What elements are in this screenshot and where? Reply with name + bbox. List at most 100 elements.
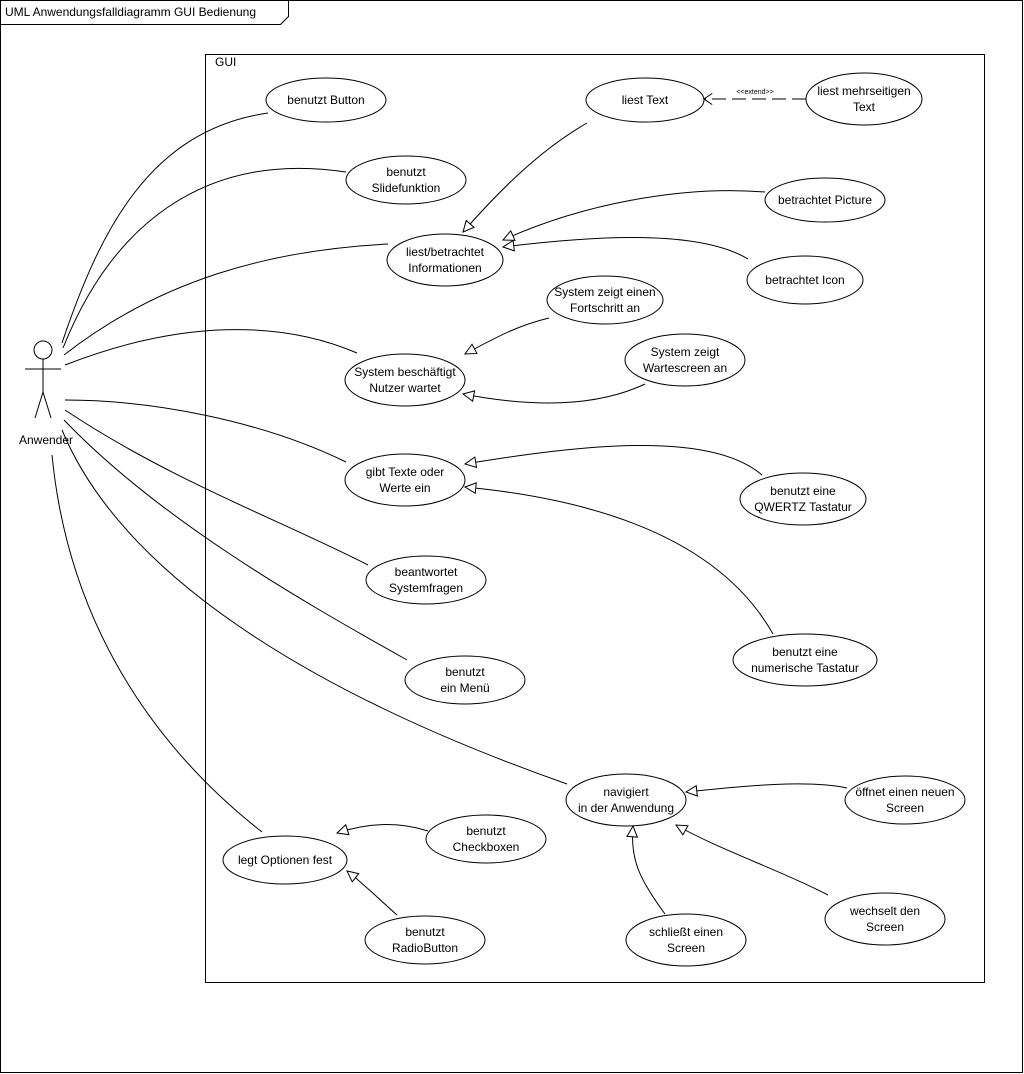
generalization-neuer_screen: [685, 783, 848, 793]
generalization-arrowhead-radiobutton: [346, 870, 360, 883]
use-case-label: Wartescreen an: [643, 361, 727, 375]
use-case-label: legt Optionen fest: [238, 853, 333, 867]
use-case-ellipse: [364, 915, 486, 965]
generalization-numerisch: [464, 486, 774, 635]
use-case-ellipse: [365, 555, 487, 605]
use-case-ellipse: [844, 775, 966, 825]
use-case-ellipse: [344, 353, 466, 407]
use-case-ellipse: [764, 177, 886, 223]
extend-label: <<extend>>: [736, 89, 773, 96]
association-systemfragen: [64, 409, 369, 566]
use-case-label: Screen: [866, 920, 904, 934]
generalization-wechselt: [675, 824, 829, 896]
use-cases: benutzt ButtonbenutztSlidefunktionliest …: [222, 72, 966, 967]
generalization-checkboxen: [336, 824, 429, 834]
generalization-arrowhead-schliesst: [626, 824, 639, 838]
association-slide: [62, 167, 347, 349]
use-case-ellipse: [624, 333, 746, 387]
generalization-wartescreen: [462, 383, 646, 404]
use-case-ellipse: [805, 72, 923, 126]
generalization-arrowhead-picture: [501, 229, 516, 241]
use-case-ellipse: [565, 773, 687, 827]
use-case-label: schließt einen: [649, 925, 723, 939]
use-case-label: benutzt: [386, 165, 426, 179]
association-beschaeftigt: [64, 329, 358, 366]
use-case-label: liest Text: [622, 93, 669, 107]
use-case-ellipse: [344, 453, 466, 507]
association-navigiert: [61, 429, 568, 785]
actor-anwender[interactable]: Anwender: [19, 340, 73, 447]
use-case-numerisch[interactable]: benutzt eine numerische Tastatur: [732, 633, 878, 687]
system-boundary-label: GUI: [215, 55, 236, 69]
use-case-label: Systemfragen: [389, 581, 463, 595]
generalization-qwertz: [464, 445, 763, 476]
use-case-label: benutzt: [405, 925, 445, 939]
use-case-label: liest mehrseitigen: [817, 84, 910, 98]
diagram-title: UML Anwendungsfalldiagramm GUI Bedienung: [5, 5, 257, 19]
use-case-label: benutzt: [466, 824, 506, 838]
generalization-arrowhead-wechselt: [674, 824, 689, 836]
use-case-ellipse: [585, 77, 705, 123]
generalization-arrowhead-icon: [501, 239, 515, 252]
use-case-ellipse: [404, 655, 526, 705]
use-case-label: öffnet einen neuen: [855, 785, 954, 799]
use-case-label: benutzt eine: [772, 645, 838, 659]
use-case-label: Informationen: [408, 261, 481, 275]
use-case-label: Nutzer wartet: [369, 381, 441, 395]
use-case-button[interactable]: benutzt Button: [265, 77, 387, 123]
use-case-label: Slidefunktion: [372, 181, 441, 195]
use-case-label: System zeigt einen: [554, 285, 655, 299]
use-case-label: numerische Tastatur: [751, 661, 859, 675]
use-case-label: Screen: [886, 801, 924, 815]
generalization-schliesst: [631, 825, 666, 915]
generalization-arrowhead-numerisch: [463, 482, 477, 495]
generalization-fortschritt: [464, 317, 550, 355]
generalization-icon: [502, 237, 749, 260]
use-case-ellipse: [425, 814, 547, 864]
association-informationen: [63, 243, 389, 356]
actor-leg-right: [42, 391, 52, 419]
generalization-arrowhead-wartescreen: [461, 390, 476, 403]
generalization-arrowhead-liest_text: [462, 219, 475, 233]
use-case-picture[interactable]: betrachtet Picture: [764, 177, 886, 223]
use-case-ellipse: [739, 472, 867, 526]
connectors: <<extend>>: [51, 89, 848, 916]
actor-name: Anwender: [19, 433, 73, 447]
use-case-label: benutzt Button: [287, 93, 364, 107]
use-case-ellipse: [265, 77, 387, 123]
association-menue: [63, 419, 408, 661]
association-button: [61, 112, 269, 344]
generalization-arrowhead-checkboxen: [335, 823, 350, 836]
use-case-icon[interactable]: betrachtet Icon: [746, 255, 864, 305]
use-case-label: Werte ein: [379, 481, 430, 495]
use-case-label: System zeigt: [651, 345, 720, 359]
use-case-ellipse: [345, 155, 467, 205]
use-case-optionen[interactable]: legt Optionen fest: [222, 835, 348, 885]
generalization-arrowhead-fortschritt: [463, 343, 478, 355]
use-case-ellipse: [386, 233, 504, 287]
use-case-liest_text[interactable]: liest Text: [585, 77, 705, 123]
generalization-arrowhead-qwertz: [463, 456, 478, 469]
use-case-label: Screen: [667, 941, 705, 955]
use-case-label: liest/betrachtet: [406, 245, 485, 259]
use-case-ellipse: [746, 255, 864, 305]
association-optionen: [51, 454, 263, 833]
